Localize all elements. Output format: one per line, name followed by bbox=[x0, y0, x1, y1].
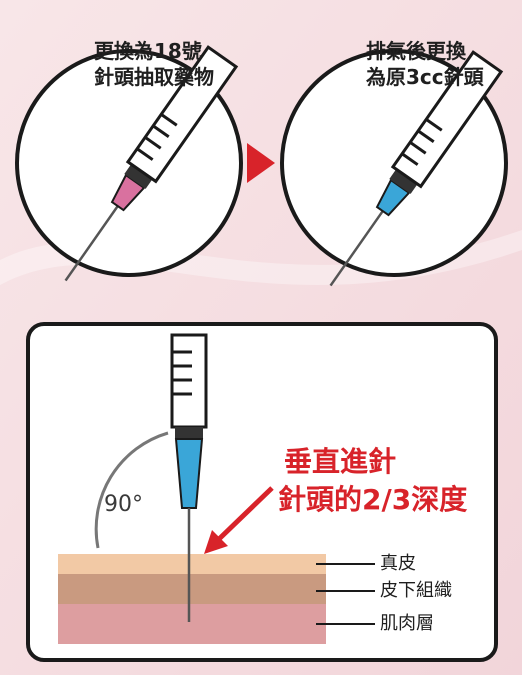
layer-dermis bbox=[58, 554, 326, 574]
tick bbox=[152, 124, 170, 138]
needle-hub bbox=[174, 438, 204, 509]
syringe-barrel bbox=[125, 45, 239, 184]
tick bbox=[409, 141, 427, 155]
angle-label: 90° bbox=[104, 492, 143, 517]
layer-subcutaneous bbox=[58, 574, 326, 604]
tick bbox=[401, 152, 419, 166]
step-1-syringe bbox=[64, 45, 239, 282]
tick bbox=[417, 129, 435, 143]
syringe-barrel bbox=[390, 50, 504, 189]
needle-hub bbox=[375, 178, 411, 217]
pointer-arrow-shaft bbox=[216, 486, 274, 542]
needle bbox=[64, 203, 120, 282]
layer-muscle bbox=[58, 604, 326, 644]
barrel-collar bbox=[124, 164, 153, 189]
next-step-arrow bbox=[247, 143, 275, 183]
barrel-collar bbox=[389, 169, 418, 194]
step-1-label-line-2: 針頭抽取藥物 bbox=[94, 65, 214, 89]
needle bbox=[329, 208, 385, 287]
instruction-line-1: 垂直進針 bbox=[284, 445, 397, 478]
step-1-label-line-1: 更換為18號 bbox=[94, 39, 202, 63]
angle-arc bbox=[94, 431, 169, 549]
tick bbox=[144, 136, 162, 150]
barrel-collar bbox=[175, 427, 203, 439]
pointer-arrow-head bbox=[204, 530, 228, 554]
tick bbox=[425, 118, 443, 132]
instruction-line-2: 針頭的2/3深度 bbox=[278, 483, 468, 516]
step-1-illustration bbox=[15, 45, 243, 282]
vertical-syringe bbox=[170, 333, 208, 622]
tick bbox=[136, 147, 154, 161]
step-1-label: 更換為18號 針頭抽取藥物 bbox=[94, 38, 214, 90]
layer-label-dermis: 真皮 bbox=[380, 553, 416, 574]
step-2-label: 排氣後更換 為原3cc針頭 bbox=[366, 38, 484, 90]
step-2-syringe bbox=[329, 50, 504, 287]
layer-label-subcutaneous: 皮下組織 bbox=[380, 580, 452, 601]
layer-label-muscle: 肌肉層 bbox=[380, 613, 434, 634]
tick bbox=[160, 113, 178, 127]
step-2-label-line-1: 排氣後更換 bbox=[366, 39, 466, 63]
step-2-illustration bbox=[280, 49, 508, 287]
step-2-label-line-2: 為原3cc針頭 bbox=[366, 65, 484, 89]
